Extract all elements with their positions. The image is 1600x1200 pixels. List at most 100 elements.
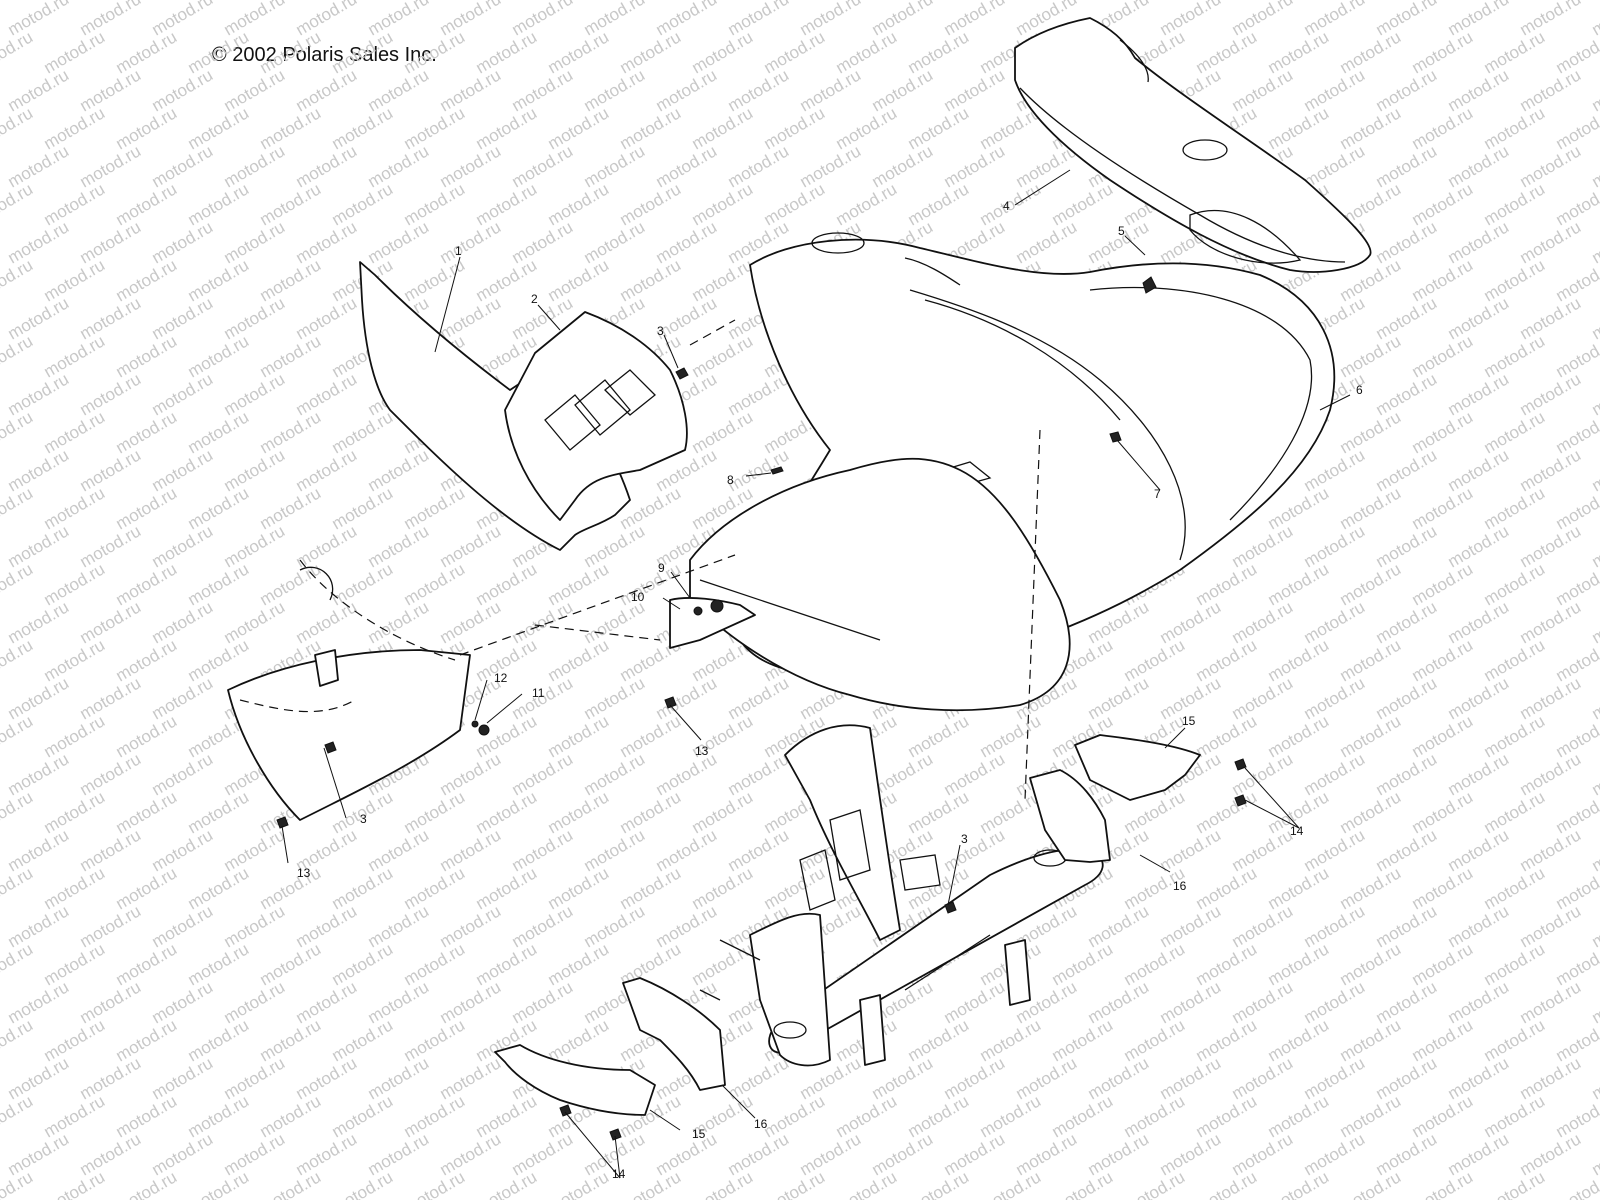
watermark-text: motod.ru	[617, 27, 685, 77]
watermark-text: motod.ru	[725, 141, 793, 191]
watermark-text: motod.ru	[1481, 483, 1549, 533]
watermark-text: motod.ru	[1301, 901, 1369, 951]
part-frame	[699, 724, 1104, 1067]
watermark-text: motod.ru	[257, 27, 325, 77]
watermark-text: motod.ru	[1409, 939, 1477, 989]
watermark-text: motod.ru	[1229, 977, 1297, 1027]
watermark-text: motod.ru	[761, 863, 829, 913]
watermark-text: motod.ru	[365, 521, 433, 571]
watermark-text: motod.ru	[1373, 901, 1441, 951]
watermark-text: motod.ru	[41, 711, 109, 761]
watermark-text: motod.ru	[221, 521, 289, 571]
watermark-text: motod.ru	[689, 787, 757, 837]
watermark-text: motod.ru	[221, 217, 289, 267]
watermark-text: motod.ru	[365, 825, 433, 875]
watermark-text: motod.ru	[1517, 673, 1585, 723]
watermark-text: motod.ru	[185, 407, 253, 457]
watermark-text: motod.ru	[581, 521, 649, 571]
part-front-fender-body	[689, 457, 1071, 712]
watermark-text: motod.ru	[1049, 1091, 1117, 1141]
watermark-text: motod.ru	[365, 977, 433, 1027]
watermark-text: motod.ru	[977, 711, 1045, 761]
watermark-text: motod.ru	[653, 673, 721, 723]
watermark-text: motod.ru	[1265, 1091, 1333, 1141]
watermark-text: motod.ru	[0, 787, 36, 837]
watermark-text: motod.ru	[1589, 141, 1600, 191]
watermark-text: motod.ru	[653, 749, 721, 799]
watermark-text: motod.ru	[1481, 711, 1549, 761]
watermark-text: motod.ru	[689, 103, 757, 153]
watermark-text: motod.ru	[437, 65, 505, 115]
watermark-text: motod.ru	[509, 1129, 577, 1179]
watermark-text: motod.ru	[833, 1091, 901, 1141]
watermark-text: motod.ru	[545, 635, 613, 685]
watermark-text: motod.ru	[1409, 787, 1477, 837]
callout-16: 16	[1173, 879, 1187, 893]
watermark-text: motod.ru	[581, 901, 649, 951]
watermark-text: motod.ru	[473, 863, 541, 913]
watermark-text: motod.ru	[1517, 65, 1585, 115]
watermark-text: motod.ru	[1229, 825, 1297, 875]
watermark-text: motod.ru	[1157, 901, 1225, 951]
watermark-text: motod.ru	[1373, 977, 1441, 1027]
watermark-text: motod.ru	[1589, 293, 1600, 343]
watermark-text: motod.ru	[41, 27, 109, 77]
watermark-text: motod.ru	[5, 825, 73, 875]
watermark-text: motod.ru	[113, 787, 181, 837]
watermark-text: motod.ru	[149, 217, 217, 267]
watermark-text: motod.ru	[1409, 407, 1477, 457]
watermark-text: motod.ru	[185, 1091, 253, 1141]
callout-13: 13	[695, 744, 709, 758]
watermark-text: motod.ru	[77, 1129, 145, 1179]
watermark-text: motod.ru	[617, 103, 685, 153]
watermark-text: motod.ru	[1445, 141, 1513, 191]
watermark-text: motod.ru	[149, 369, 217, 419]
watermark-text: motod.ru	[401, 483, 469, 533]
watermark-text: motod.ru	[113, 1015, 181, 1065]
watermark-text: motod.ru	[1481, 103, 1549, 153]
watermark-text: motod.ru	[1121, 635, 1189, 685]
watermark-text: motod.ru	[1337, 1091, 1405, 1141]
watermark-text: motod.ru	[1157, 977, 1225, 1027]
watermark-text: motod.ru	[725, 65, 793, 115]
watermark-text: motod.ru	[725, 1053, 793, 1103]
watermark-text: motod.ru	[1121, 1167, 1189, 1200]
watermark-text: motod.ru	[0, 939, 36, 989]
watermark-text: motod.ru	[1085, 901, 1153, 951]
watermark-text: motod.ru	[1445, 445, 1513, 495]
watermark-text: motod.ru	[185, 331, 253, 381]
watermark-text: motod.ru	[1265, 27, 1333, 77]
watermark-text: motod.ru	[41, 863, 109, 913]
watermark-text: motod.ru	[221, 1129, 289, 1179]
watermark-text: motod.ru	[5, 673, 73, 723]
watermark-text: motod.ru	[977, 179, 1045, 229]
watermark-text: motod.ru	[257, 103, 325, 153]
watermark-text: motod.ru	[653, 825, 721, 875]
watermark-text: motod.ru	[1085, 1053, 1153, 1103]
callout-13: 13	[297, 866, 311, 880]
watermark-text: motod.ru	[221, 65, 289, 115]
watermark-text: motod.ru	[1265, 939, 1333, 989]
watermark-text: motod.ru	[977, 1091, 1045, 1141]
watermark-text: motod.ru	[689, 407, 757, 457]
watermark-text: motod.ru	[185, 863, 253, 913]
watermark-text: motod.ru	[509, 65, 577, 115]
watermark-text: motod.ru	[797, 65, 865, 115]
watermark-text: motod.ru	[41, 179, 109, 229]
watermark-text: motod.ru	[1481, 179, 1549, 229]
watermark-text: motod.ru	[113, 103, 181, 153]
callout-10: 10	[631, 590, 645, 604]
watermark-text: motod.ru	[545, 255, 613, 305]
watermark-text: motod.ru	[1337, 1015, 1405, 1065]
watermark-text: motod.ru	[905, 1015, 973, 1065]
watermark-text: motod.ru	[1085, 977, 1153, 1027]
watermark-text: motod.ru	[437, 597, 505, 647]
watermark-text: motod.ru	[617, 255, 685, 305]
watermark-text: motod.ru	[293, 293, 361, 343]
watermark-text: motod.ru	[1517, 1053, 1585, 1103]
watermark-text: motod.ru	[473, 939, 541, 989]
watermark-text: motod.ru	[1589, 445, 1600, 495]
callout-8: 8	[727, 473, 734, 487]
watermark-text: motod.ru	[1373, 597, 1441, 647]
watermark-text: motod.ru	[77, 1053, 145, 1103]
